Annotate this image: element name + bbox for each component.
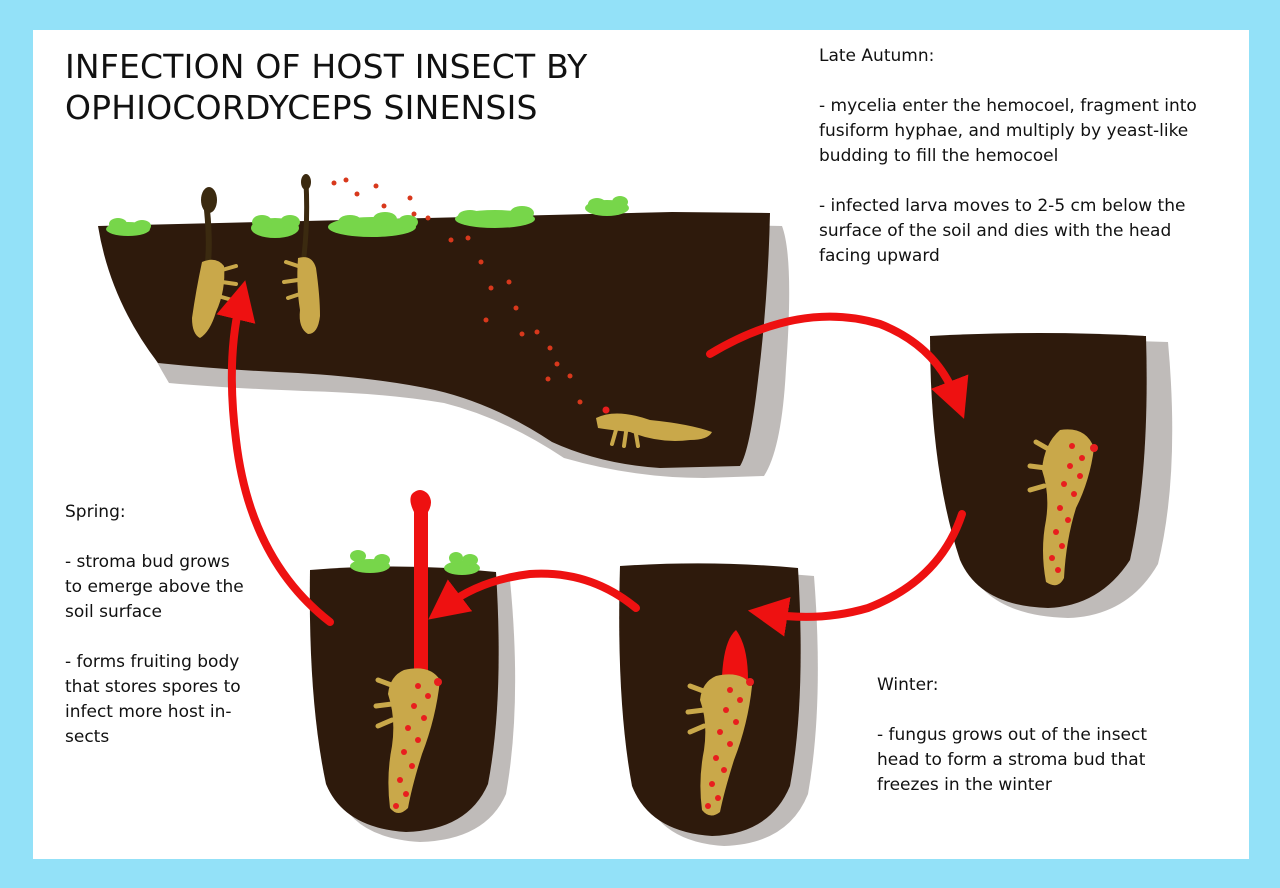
arrow-to-emergence: [216, 280, 334, 626]
winter-point1-line1: - fungus grows out of the insect: [877, 725, 1148, 745]
larva-late-autumn: [1027, 429, 1098, 586]
late-autumn-point2-line1: - infected larva moves to 2-5 cm below t…: [819, 196, 1186, 216]
late-autumn-point1-line1: - mycelia enter the hemocoel, fragment i…: [819, 96, 1197, 116]
late-autumn-point2-line3: facing upward: [819, 246, 940, 266]
spring-point1-line1: - stroma bud grows: [65, 552, 230, 572]
stroma-emerging: [410, 490, 431, 680]
late-autumn-heading: Late Autumn:: [819, 46, 935, 66]
pot-winter: [619, 563, 818, 846]
winter-heading: Winter:: [877, 675, 939, 695]
spring-point2-line4: sects: [65, 727, 110, 747]
late-autumn-point2-line2: surface of the soil and dies with the he…: [819, 221, 1172, 241]
fruiting-body-right: [301, 174, 311, 259]
falling-spores: [331, 177, 583, 405]
cycle-arrows: [216, 280, 969, 637]
winter-point1-line3: freezes in the winter: [877, 775, 1052, 795]
spring-point1-line3: soil surface: [65, 602, 162, 622]
spring-point2-line3: infect more host in-: [65, 702, 232, 722]
grass-tufts-spring: [350, 550, 480, 575]
pot-spring: [309, 490, 516, 842]
grass-tufts: [106, 196, 629, 238]
late-autumn-point1-line2: fusiform hyphae, and multiply by yeast-l…: [819, 121, 1189, 141]
larva-spring: [373, 668, 442, 813]
arrow-to-winter: [747, 510, 966, 637]
page-title: INFECTION OF HOST INSECT BY OPHIOCORDYCE…: [65, 46, 705, 128]
dead-larva-right: [282, 257, 320, 334]
spring-point2-line1: - forms fruiting body: [65, 652, 240, 672]
winter-note: Winter: - fungus grows out of the insect…: [877, 673, 1207, 798]
pot-late-autumn: [930, 333, 1173, 618]
winter-point1-line2: head to form a stroma bud that: [877, 750, 1146, 770]
late-autumn-point1-line3: budding to fill the hemocoel: [819, 146, 1059, 166]
spring-point2-line2: that stores spores to: [65, 677, 241, 697]
spring-point1-line2: to emerge above the: [65, 577, 244, 597]
larva-winter: [685, 674, 754, 816]
title-line-2: OPHIOCORDYCEPS SINENSIS: [65, 88, 538, 127]
title-line-1: INFECTION OF HOST INSECT BY: [65, 47, 588, 86]
fruiting-body-left: [201, 187, 217, 265]
arrow-to-late-autumn: [706, 312, 969, 419]
arrow-to-spring: [428, 569, 640, 620]
stroma-bud: [722, 630, 748, 680]
spring-note: Spring: - stroma bud grows to emerge abo…: [65, 500, 275, 750]
infected-larva: [596, 406, 712, 448]
spring-heading: Spring:: [65, 502, 126, 522]
late-autumn-note: Late Autumn: - mycelia enter the hemocoe…: [819, 44, 1239, 269]
